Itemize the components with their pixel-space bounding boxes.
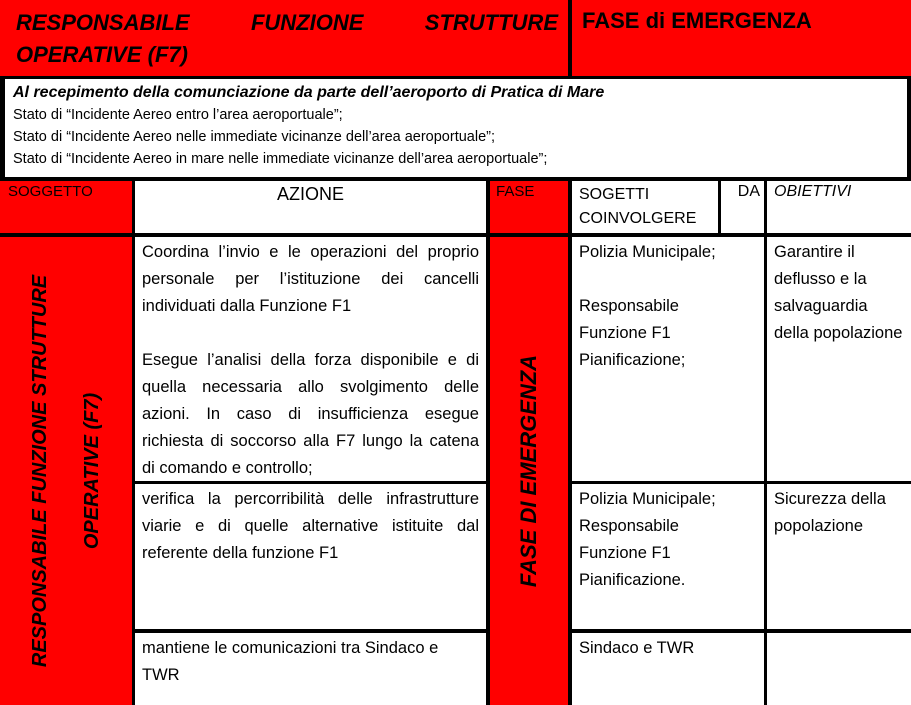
soggetto-line2: OPERATIVE (F7) [81,392,103,550]
azione-paragraph: mantiene le comunicazioni tra Sindaco e … [142,639,439,684]
azione-paragraph: verifica la percorribilità delle infrast… [142,490,479,562]
soggetti-text: Polizia Municipale; Responsabile Funzion… [579,490,716,589]
column-header-obiettivi-label: OBIETTIVI [774,183,852,200]
obiettivi-text: Sicurezza della popolazione [774,490,886,535]
column-header-azione-label: AZIONE [276,184,344,204]
intro-line: Stato di “Incidente Aereo in mare nelle … [13,151,548,167]
azione-paragraph: Coordina l’invio e le operazioni del pro… [142,243,479,315]
soggetto-line1: RESPONSABILE FUNZIONE STRUTTURE [29,274,51,668]
soggetti-text: Polizia Municipale; [579,243,716,261]
obiettivi-text: Garantire il deflusso e la salvaguardia … [774,243,903,342]
header-title-cell: RESPONSABILE FUNZIONE STRUTTURE OPERATIV… [0,0,568,76]
column-header-obiettivi: OBIETTIVI [767,181,911,233]
soggetti-cell: Polizia Municipale; Responsabile Funzion… [572,237,764,481]
column-header-soggetti-line1: SOGETTI [579,186,650,203]
intro-line: Stato di “Incidente Aereo entro l’area a… [13,107,343,123]
column-header-soggetto-label: SOGGETTO [8,183,93,200]
azione-paragraph: Esegue l’analisi della forza disponibile… [142,351,479,477]
obiettivi-cell [767,633,911,705]
soggetti-cell: Polizia Municipale; Responsabile Funzion… [572,484,764,629]
azione-cell: verifica la percorribilità delle infrast… [135,484,486,629]
column-header-fase: FASE [490,181,568,233]
soggetti-text: Sindaco e TWR [579,639,695,657]
obiettivi-cell: Sicurezza della popolazione [767,484,911,629]
azione-cell: mantiene le comunicazioni tra Sindaco e … [135,633,486,705]
azione-cell: Coordina l’invio e le operazioni del pro… [135,237,486,481]
header-phase: FASE di EMERGENZA [582,8,812,33]
intro-cell: Al recepimento della comunciazione da pa… [5,79,907,177]
intro-lead: Al recepimento della comunciazione da pa… [13,84,605,101]
header-title-line1: RESPONSABILE FUNZIONE STRUTTURE [16,10,558,35]
fase-label: FASE DI EMERGENZA [516,354,541,588]
header-phase-cell: FASE di EMERGENZA [572,0,911,76]
soggetto-column: RESPONSABILE FUNZIONE STRUTTURE OPERATIV… [0,237,132,705]
column-header-da: DA [721,181,764,233]
column-header-fase-label: FASE [496,183,535,200]
column-header-azione: AZIONE [135,181,486,233]
column-header-soggetto: SOGGETTO [0,181,132,233]
column-header-da-label: DA [737,183,760,200]
soggetti-cell: Sindaco e TWR [572,633,764,705]
fase-column: FASE DI EMERGENZA [490,237,568,705]
column-header-soggetti: SOGETTI COINVOLGERE [572,181,718,233]
soggetti-text: Responsabile Funzione F1 Pianificazione; [579,297,686,369]
header-title-line2: OPERATIVE (F7) [16,42,188,67]
obiettivi-cell: Garantire il deflusso e la salvaguardia … [767,237,911,481]
intro-line: Stato di “Incidente Aereo nelle immediat… [13,129,496,145]
column-header-soggetti-line2: COINVOLGERE [579,210,697,227]
